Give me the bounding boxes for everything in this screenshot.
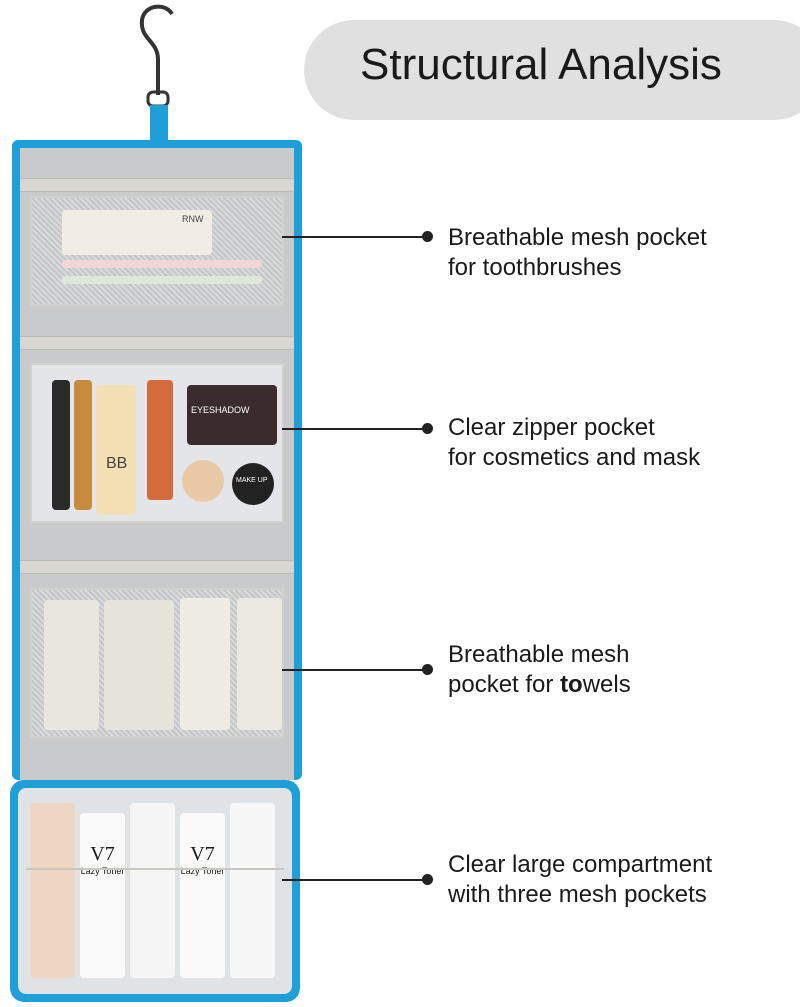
zipper-2 <box>20 336 294 350</box>
toner-brand-1: V7 <box>90 843 115 865</box>
toner-name-2: Lazy Toner <box>180 866 225 876</box>
callout-line-3 <box>282 669 428 671</box>
feature-2-line-1: Clear zipper pocket <box>448 414 655 441</box>
feature-4-line-1: Clear large compartment <box>448 851 713 878</box>
toiletry-bag: RNW BB EYESHADOW MAKE UP <box>12 140 302 780</box>
tube-label: RNW <box>182 214 204 224</box>
cosmetics-clear-pocket: BB EYESHADOW MAKE UP <box>30 363 284 523</box>
callout-dot-3 <box>422 664 433 675</box>
jar-label: MAKE UP <box>236 477 268 484</box>
feature-2-line-2: for cosmetics and mask <box>448 444 701 471</box>
feature-3-line-1: Breathable mesh <box>448 641 630 668</box>
hanger-hook-icon <box>139 4 174 141</box>
toner-brand-2: V7 <box>190 843 215 865</box>
toner-name-1: Lazy Toner <box>80 866 125 876</box>
callout-line-4 <box>282 879 428 881</box>
feature-towel-pocket: Breathable mesh pocket for towels <box>448 640 631 700</box>
large-clear-compartment: V7 Lazy Toner V7 Lazy Toner <box>10 780 300 1002</box>
callout-dot-2 <box>422 423 433 434</box>
feature-3-pre: pocket for <box>448 671 561 698</box>
feature-4-line-2: with three mesh pockets <box>448 881 707 908</box>
feature-3-line-2: pocket for towels <box>448 670 631 700</box>
toothbrush-mesh-pocket: RNW <box>30 196 284 306</box>
callout-line-2 <box>282 428 428 430</box>
callout-dot-4 <box>422 874 433 885</box>
feature-large-compartment: Clear large compartment with three mesh … <box>448 850 712 910</box>
feature-toothbrush-pocket: Breathable mesh pocket for toothbrushes <box>448 223 707 283</box>
feature-3-post: wels <box>582 671 631 698</box>
bb-label: BB <box>106 455 128 472</box>
feature-1-line-1: Breathable mesh pocket <box>448 224 707 251</box>
callout-dot-1 <box>422 231 433 242</box>
zipper-3 <box>20 560 294 574</box>
callout-line-1 <box>282 236 428 238</box>
page-title: Structural Analysis <box>360 40 722 89</box>
feature-1-line-2: for toothbrushes <box>448 254 622 281</box>
feature-cosmetics-pocket: Clear zipper pocket for cosmetics and ma… <box>448 413 700 473</box>
feature-3-bold: to <box>560 671 583 698</box>
title-pill <box>304 20 800 120</box>
zipper-1 <box>20 178 294 192</box>
towel-mesh-pocket <box>30 588 284 738</box>
palette-label: EYESHADOW <box>191 405 250 415</box>
